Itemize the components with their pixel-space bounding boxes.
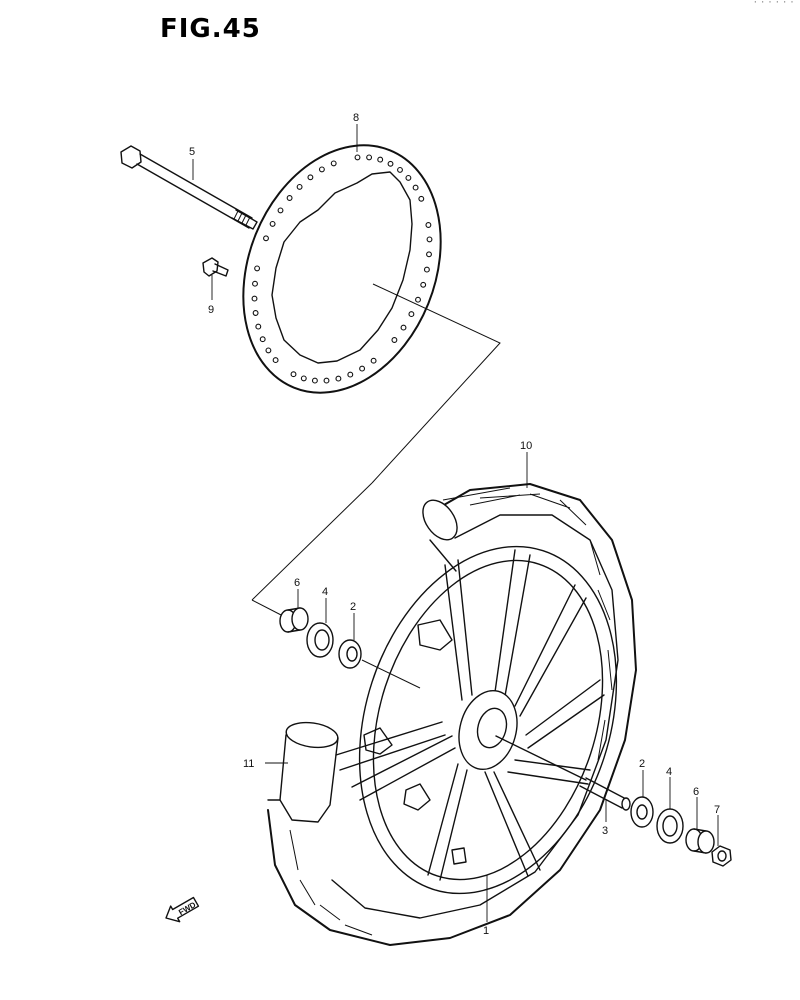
disc-hole [286, 195, 293, 201]
disc-hole [408, 311, 415, 318]
disc-hole [370, 357, 377, 364]
disc-hole [269, 220, 276, 227]
bolt-part [202, 257, 229, 277]
callout-4-left: 4 [322, 586, 328, 598]
callout-8: 8 [353, 112, 359, 124]
right-collar-6 [685, 828, 715, 854]
disc-hole [323, 377, 330, 384]
disc-hole [307, 174, 314, 181]
disc-hole [354, 154, 361, 161]
disc-hole [425, 222, 432, 228]
axle-part [120, 145, 258, 230]
brake-disc-part [242, 144, 442, 394]
disc-hole [254, 265, 261, 272]
disc-hole [366, 154, 373, 161]
left-collar-6 [279, 607, 309, 633]
disc-hole [418, 195, 425, 202]
disc-hole [259, 336, 266, 343]
callout-7: 7 [714, 804, 720, 816]
right-oil-seal-4 [656, 808, 684, 844]
callout-2-right: 2 [639, 758, 645, 770]
callout-3: 3 [602, 825, 608, 837]
wheel-assembly [267, 483, 637, 946]
disc-hole [296, 183, 303, 190]
disc-hole [426, 236, 433, 243]
disc-guide-line [371, 283, 501, 484]
disc-hole [420, 281, 427, 288]
left-bearing-2 [338, 639, 362, 669]
callout-4-right: 4 [666, 766, 672, 778]
figure-title: FIG.45 [160, 14, 261, 44]
left-part-guide [361, 659, 421, 689]
disc-hole [252, 310, 259, 316]
disc-hole [290, 371, 297, 378]
fwd-arrow-icon: FWD [165, 896, 200, 923]
disc-hole [415, 296, 421, 303]
disc-hole [263, 235, 269, 242]
spacer-3 [579, 777, 631, 811]
right-bearing-2 [630, 796, 654, 828]
left-oil-seal-4 [306, 622, 334, 658]
nut-7 [711, 845, 732, 867]
disc-hole [311, 377, 318, 384]
left-guide-stub [251, 599, 286, 618]
disc-hole [277, 207, 284, 214]
disc-holes [251, 154, 433, 384]
callout-11: 11 [243, 758, 254, 770]
disc-hole [265, 347, 272, 354]
left-guide-line [251, 482, 373, 601]
disc-hole [397, 166, 403, 173]
callout-9: 9 [208, 304, 214, 316]
disc-hole [300, 375, 307, 382]
callout-1: 1 [483, 925, 489, 937]
disc-hole [318, 166, 325, 173]
callout-2-left: 2 [350, 601, 356, 613]
disc-hole [255, 323, 262, 330]
callouts: 5 8 9 10 6 4 2 11 1 3 2 4 6 [189, 112, 720, 937]
disc-hole [377, 156, 384, 163]
disc-hole [426, 251, 432, 258]
disc-hole [387, 160, 394, 167]
callout-10: 10 [520, 440, 532, 452]
disc-hole [412, 184, 419, 191]
disc-hole [400, 324, 407, 331]
disc-hole [359, 365, 366, 372]
disc-hole [347, 371, 354, 378]
disc-hole [405, 174, 412, 181]
disc-hole [391, 337, 398, 343]
disc-hole [251, 295, 258, 302]
disc-hole [252, 280, 258, 287]
corner-mark: · · · · · · [753, 0, 794, 8]
disc-hole [335, 375, 342, 382]
callout-6-left: 6 [294, 577, 300, 589]
disc-hole [423, 266, 430, 273]
disc-hole [272, 357, 279, 364]
tube-part [267, 721, 339, 823]
callout-6-right: 6 [693, 786, 699, 798]
disc-hole [330, 160, 337, 167]
callout-5: 5 [189, 146, 195, 158]
